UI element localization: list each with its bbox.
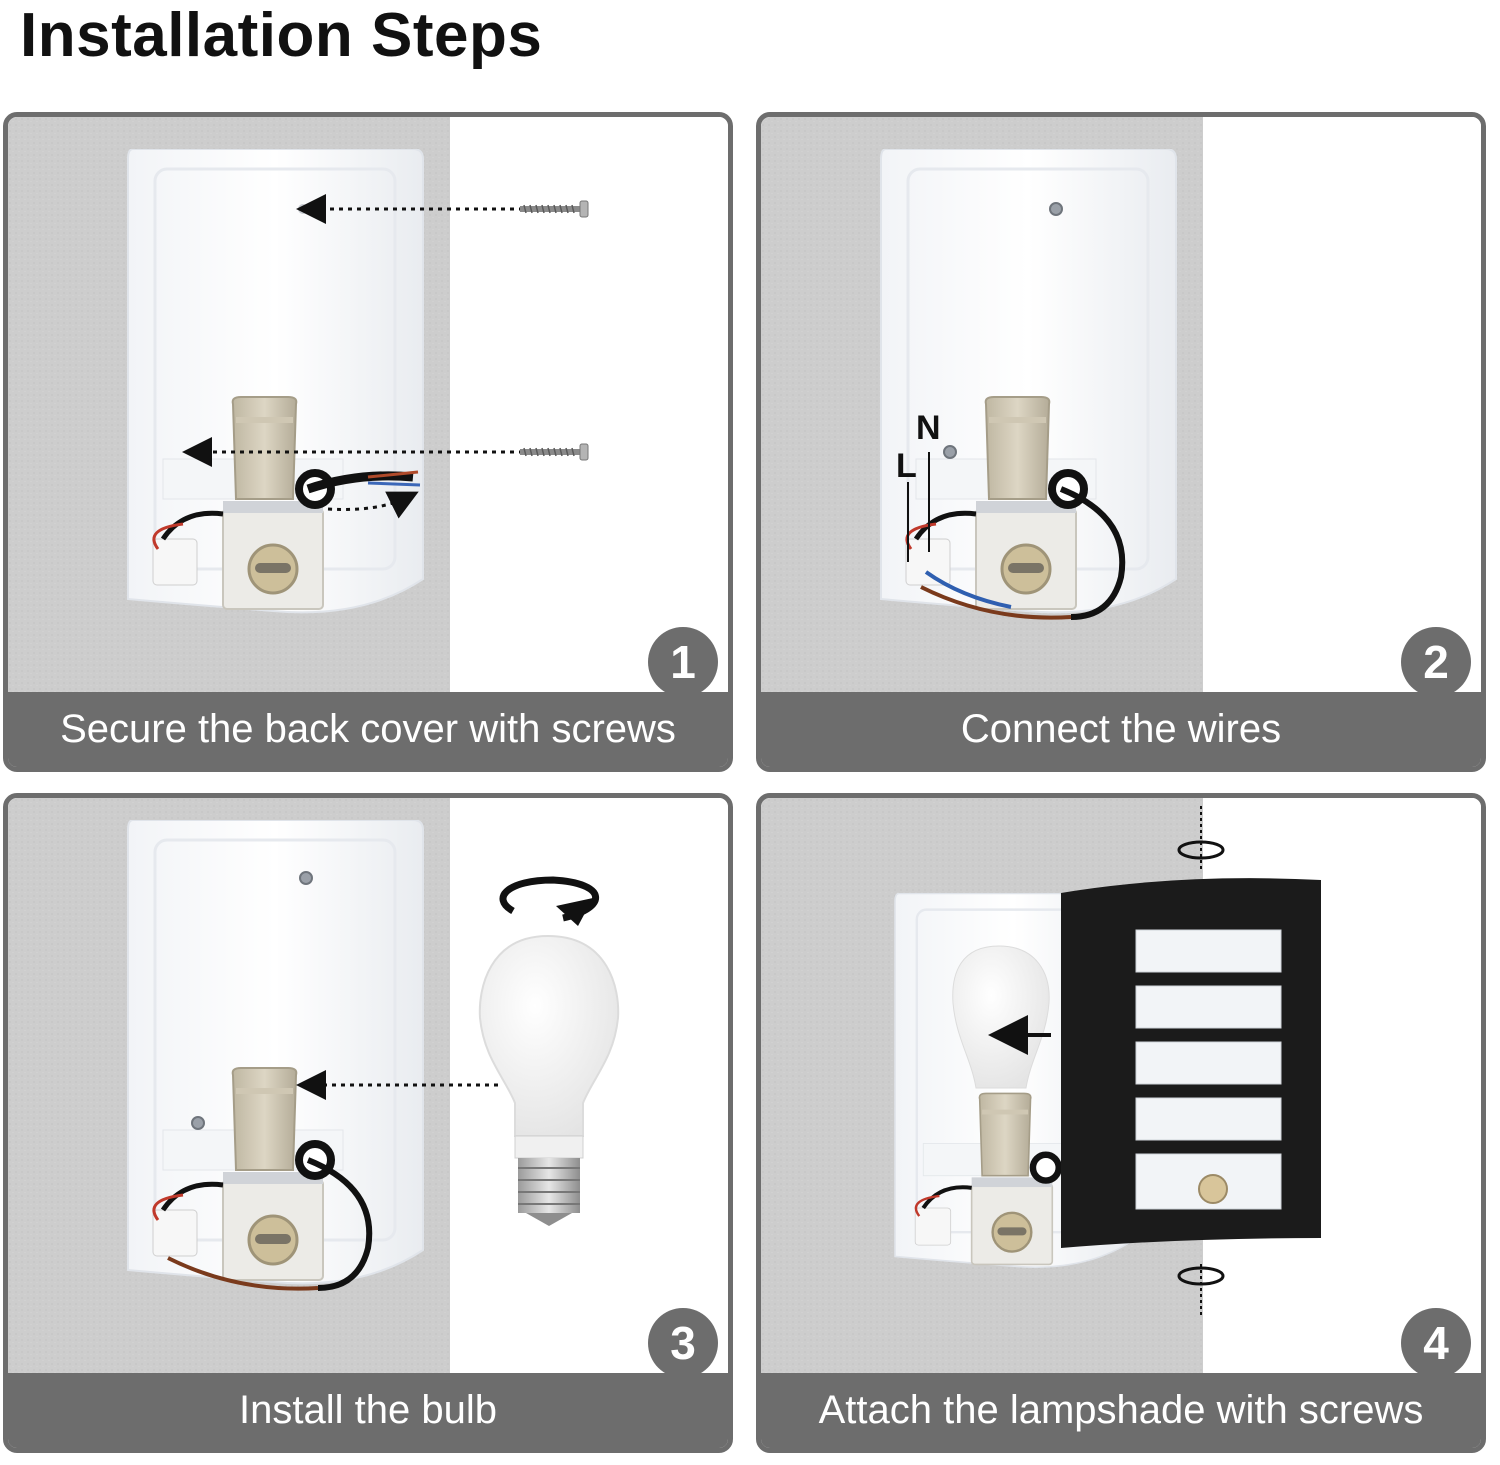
step-caption-2: Connect the wires: [761, 692, 1481, 767]
step-number-badge-2: 2: [1401, 627, 1471, 697]
wire-label-l: L: [896, 447, 917, 485]
step-caption-3: Install the bulb: [8, 1373, 728, 1448]
step-number-badge-1: 1: [648, 627, 718, 697]
step-panel-4: 4 Attach the lampshade with screws: [756, 793, 1486, 1453]
step-panel-1: 1 Secure the back cover with screws: [3, 112, 733, 772]
step-number-badge-3: 3: [648, 1308, 718, 1378]
step-3-illustration: [8, 798, 728, 1383]
step-1-illustration: [8, 117, 728, 702]
step-caption-1: Secure the back cover with screws: [8, 692, 728, 767]
step-caption-4: Attach the lampshade with screws: [761, 1373, 1481, 1448]
step-number-badge-4: 4: [1401, 1308, 1471, 1378]
step-panel-2: N L 2 Connect the wires: [756, 112, 1486, 772]
step-panel-3: 3 Install the bulb: [3, 793, 733, 1453]
page-title: Installation Steps: [20, 1, 543, 70]
step-4-illustration: [761, 798, 1481, 1383]
wire-label-n: N: [916, 409, 941, 447]
step-2-illustration: N L: [761, 117, 1481, 702]
